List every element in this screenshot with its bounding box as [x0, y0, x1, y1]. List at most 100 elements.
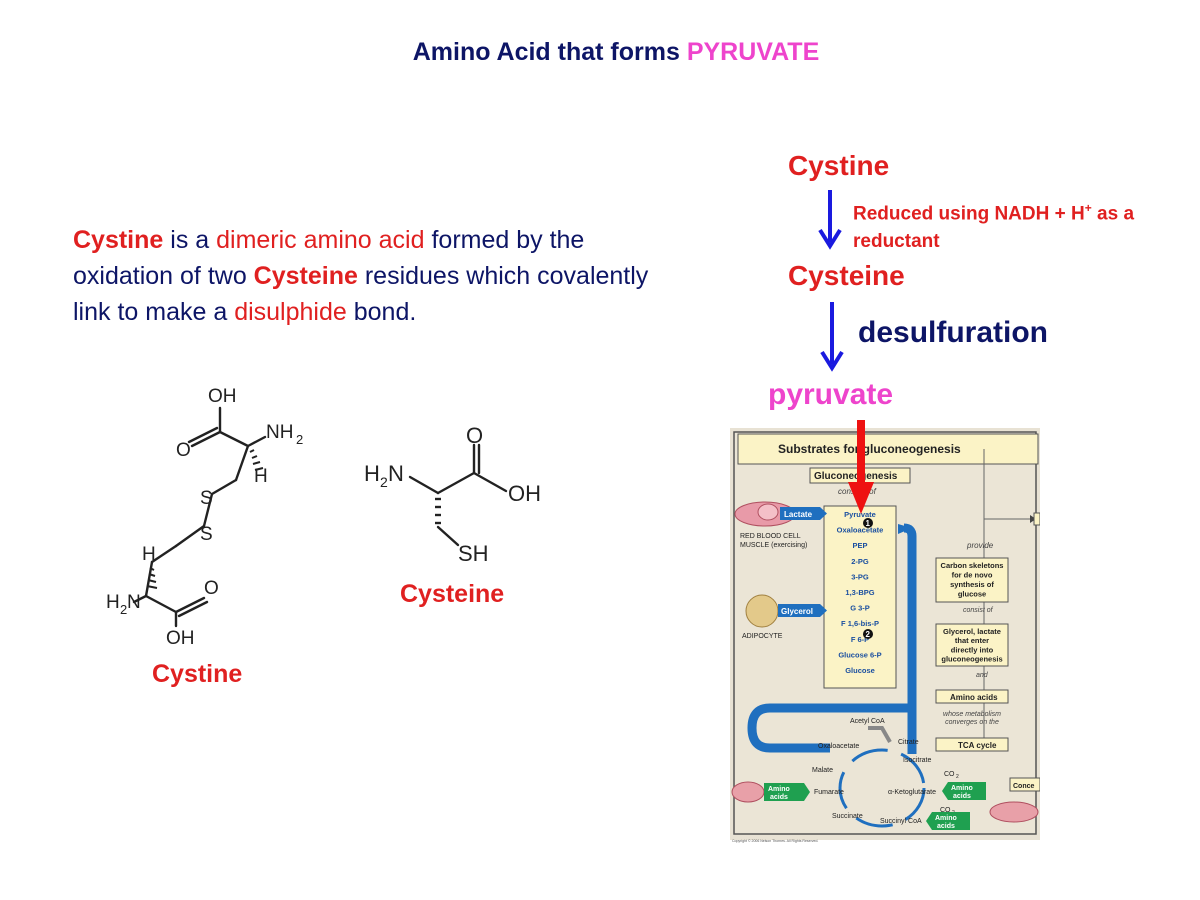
cystine-nh-top: NH — [266, 422, 293, 443]
cystine-s-1: S — [200, 488, 213, 509]
cysteine-sh: SH — [458, 541, 489, 566]
blue-cycle-arrow — [747, 703, 908, 753]
glycerol-lactate-line-2: directly into — [951, 645, 994, 654]
reduction-note: Reduced using NADH + H+ as a reductant — [853, 194, 1198, 256]
fumarate-label: Fumarate — [814, 789, 844, 796]
co2-label-1: CO — [944, 771, 955, 778]
adipocyte-icon — [745, 594, 779, 628]
pathway-step-10: Glucose — [845, 666, 875, 675]
pathway-step-2: PEP — [852, 541, 867, 550]
cystine-h2n-n: N — [127, 592, 141, 613]
glycerol-lactate-line-3: gluconeogenesis — [941, 655, 1002, 664]
whose-metabolism-line-0: whose metabolism — [943, 711, 1001, 718]
red-arrow-icon — [848, 420, 874, 514]
amino-left-2: acids — [770, 794, 788, 801]
reduction-text-b: as a reductant — [853, 203, 1135, 253]
tca-cycle-ring — [838, 748, 926, 828]
pathway-step-1: Oxaloacetate — [837, 526, 884, 535]
cystine-oh-top: OH — [208, 386, 237, 407]
pathway-step-6: G 3-P — [850, 604, 870, 613]
flow-cystine: Cystine — [788, 150, 890, 181]
flow-pyruvate: pyruvate — [768, 378, 894, 411]
cystine-h2n-h: H — [106, 592, 120, 613]
pathway-step-7: F 1,6-bis-P — [841, 619, 879, 628]
cystine-label: Cystine — [152, 660, 243, 688]
lactate-label: Lactate — [784, 510, 813, 519]
consist-of-label: consist of — [963, 607, 994, 614]
glycerol-label: Glycerol — [781, 607, 813, 616]
amino-right-2b: acids — [937, 823, 955, 830]
step-2-label: 2 — [866, 630, 871, 639]
succinate-label: Succinate — [832, 813, 863, 820]
lactate-tag — [780, 507, 820, 520]
adipocyte-label: ADIPOCYTE — [742, 633, 783, 640]
flow-desulfuration: desulfuration — [858, 316, 1049, 349]
tca-cycle-box — [935, 737, 1009, 752]
para-cystine: Cystine — [73, 226, 164, 254]
pathway-box — [823, 505, 897, 689]
carbon-skeletons-line-3: glucose — [958, 590, 986, 599]
provide-label: provide — [966, 541, 994, 550]
cysteine-o: O — [466, 423, 483, 448]
pathway-list: PyruvateOxaloacetatePEP2-PG3-PG1,3-BPGG … — [837, 510, 884, 675]
description-paragraph: Cystine is a dimeric amino acid formed b… — [73, 222, 673, 330]
figure-header-box — [737, 433, 1039, 465]
cystine-structure: OH O NH 2 H S S H H 2 N O OH — [106, 386, 303, 649]
cystine-nh-top-sub: 2 — [296, 432, 303, 447]
concept-label: Conce — [1013, 783, 1035, 790]
figure-copyright: Copyright © 2006 Nelson Thornes. All Rig… — [732, 839, 818, 843]
pathway-step-0: Pyruvate — [844, 510, 876, 519]
pathway-step-9: Glucose 6-P — [838, 650, 881, 659]
cystine-oh-bottom: OH — [166, 628, 195, 649]
arrow-down-2-icon — [820, 302, 844, 372]
step-1-label: 1 — [866, 519, 871, 528]
para-text-4: bond. — [346, 298, 417, 326]
co2-sub-1: 2 — [956, 774, 959, 780]
gluconeogenesis-label: Gluconeogenesis — [814, 471, 898, 482]
cystine-o-bottom: O — [204, 578, 219, 599]
cysteine-h2n-h: H — [364, 461, 380, 486]
para-cysteine: Cysteine — [253, 262, 358, 290]
amino-right-2a: Amino — [935, 815, 957, 822]
flow-cysteine: Cysteine — [788, 260, 905, 291]
pathway-step-3: 2-PG — [851, 557, 869, 566]
malate-label: Malate — [812, 767, 833, 774]
acetyl-coa-arrow — [868, 726, 892, 743]
muscle-right-icon — [989, 801, 1039, 823]
title-highlight: PYRUVATE — [686, 38, 820, 66]
co2-label-2: CO — [940, 807, 951, 814]
page-title: Amino Acid that forms PYRUVATE — [0, 38, 1200, 67]
carbon-skeletons-box — [935, 557, 1009, 603]
amino-acids-box-label: Amino acids — [950, 693, 998, 702]
reduction-sup: + — [1084, 201, 1092, 215]
cysteine-label: Cysteine — [400, 580, 505, 608]
arrow-down-1-icon — [818, 190, 842, 250]
amino-acids-box — [935, 689, 1009, 704]
amino-right-1a: Amino — [951, 785, 973, 792]
muscle-left-icon — [731, 781, 765, 803]
amino-acids-tag-right-1 — [948, 782, 986, 800]
title-prefix: Amino Acid that forms — [412, 38, 687, 66]
isocitrate-label: Isocitrate — [903, 757, 932, 764]
pathway-step-8: F 6-P — [851, 635, 869, 644]
alpha-kg-label: α-Ketoglutarate — [888, 789, 936, 796]
succinyl-coa-label: Succinyl CoA — [880, 818, 922, 825]
cysteine-structure: O H 2 N OH SH — [364, 423, 541, 566]
amino-left-1: Amino — [768, 786, 790, 793]
carbon-skeletons-line-0: Carbon skeletons — [941, 561, 1004, 570]
reduction-text-a: Reduced using NADH + H — [853, 203, 1085, 225]
amino-acids-tag-right-2 — [932, 812, 970, 830]
cysteine-h2n-sub: 2 — [380, 474, 388, 490]
glycerol-lactate-line-0: Glycerol, lactate — [943, 627, 1001, 636]
muscle-label: MUSCLE (exercising) — [740, 542, 807, 549]
step-2-marker — [863, 629, 873, 639]
gluconeogenesis-figure: Substrates for gluconeogenesis Gluconeog… — [730, 428, 1040, 843]
step-1-marker — [863, 518, 873, 528]
and-label: and — [976, 672, 989, 679]
glycerol-lactate-box — [935, 623, 1009, 667]
cystine-s-2: S — [200, 524, 213, 545]
glycerol-lactate-line-1: that enter — [955, 636, 989, 645]
oxaloacetate-cycle-label: Oxaloacetate — [818, 743, 859, 750]
amino-acids-tag-left — [764, 783, 804, 801]
carbon-skeletons-line-1: for de novo — [952, 571, 993, 580]
